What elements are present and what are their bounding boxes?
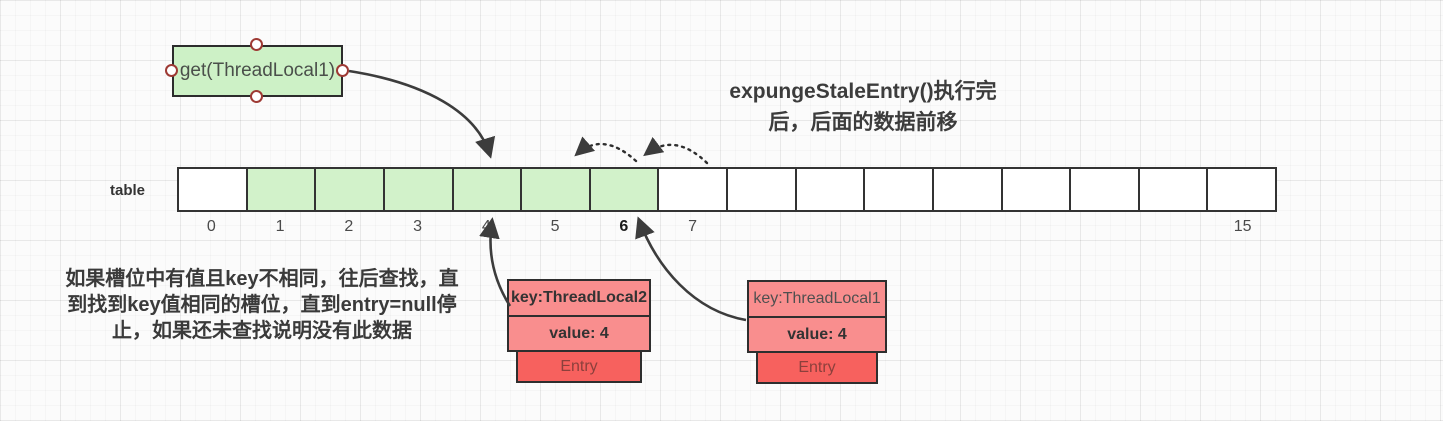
table-cell: [1208, 169, 1275, 210]
table-cell: [865, 169, 934, 210]
cell-index-label: [865, 218, 934, 236]
cell-index-label: [727, 218, 796, 236]
entry-box-threadlocal1: key:ThreadLocal1 value: 4 Entry: [747, 280, 887, 384]
table-label: table: [109, 182, 145, 199]
entry-key: key:ThreadLocal1: [747, 280, 887, 318]
cell-index-label: 2: [344, 218, 354, 235]
table-cell: [728, 169, 797, 210]
cell-index-label: [796, 218, 865, 236]
get-threadlocal-box: get(ThreadLocal1): [172, 45, 343, 97]
table-cell: [1139, 169, 1209, 210]
table-row: [177, 167, 1277, 212]
connection-handle-icon: [336, 64, 349, 77]
cell-index-label: [1071, 218, 1140, 236]
arrow-get-to-cell4: [348, 69, 496, 159]
cell-index-label: 0: [206, 218, 216, 235]
table-cell: [659, 169, 728, 210]
connection-handle-icon: [165, 64, 178, 77]
table-cell: [522, 169, 591, 210]
index-row: 0 1 2 3 4 5 6 7 15: [177, 218, 1277, 236]
note-line-3: 止，如果还未查找说明没有此数据: [112, 320, 412, 342]
table-cell: [179, 169, 248, 210]
note-text: 如果槽位中有值且key不相同，往后查找，直 到找到key值相同的槽位，直到ent…: [36, 266, 488, 344]
cell-index-label: 7: [688, 218, 698, 235]
table-cell: [933, 169, 1003, 210]
heading-line-2: 后，后面的数据前移: [768, 111, 958, 134]
note-line-1: 如果槽位中有值且key不相同，往后查找，直: [65, 268, 459, 290]
table-cell: [796, 169, 866, 210]
table-cell: [316, 169, 385, 210]
cell-index-label: 5: [550, 218, 560, 235]
entry-tag: Entry: [756, 351, 878, 384]
table-cell: [1002, 169, 1072, 210]
table-cell: [384, 169, 454, 210]
cell-index-label: 1: [275, 218, 285, 235]
entry-value: value: 4: [507, 315, 651, 352]
cell-index-label: 4: [481, 218, 491, 235]
table-cell: [590, 169, 660, 210]
entry-key: key:ThreadLocal2: [507, 279, 651, 317]
heading-line-1: expungeStaleEntry()执行完: [729, 80, 997, 103]
cell-index-label: 15: [1233, 218, 1252, 235]
cell-index-label: [1140, 218, 1209, 236]
entry-tag: Entry: [516, 350, 642, 383]
cell-index-label: 3: [413, 218, 423, 235]
get-threadlocal-label: get(ThreadLocal1): [179, 60, 336, 81]
cell-index-label: [1002, 218, 1071, 236]
heading-text: expungeStaleEntry()执行完 后，后面的数据前移: [688, 76, 1038, 138]
connection-handle-icon: [250, 90, 263, 103]
table-cell: [453, 169, 523, 210]
entry-value: value: 4: [747, 316, 887, 353]
note-line-2: 到找到key值相同的槽位，直到entry=null停: [67, 294, 457, 316]
entry-box-threadlocal2: key:ThreadLocal2 value: 4 Entry: [507, 279, 651, 383]
dotted-arc-shift-left-2: [643, 136, 709, 165]
dotted-arc-shift-left-1: [574, 136, 638, 163]
cell-index-label: 6: [619, 218, 629, 235]
table-cell: [247, 169, 317, 210]
connection-handle-icon: [250, 38, 263, 51]
table-cell: [1071, 169, 1140, 210]
cell-index-label: [933, 218, 1002, 236]
